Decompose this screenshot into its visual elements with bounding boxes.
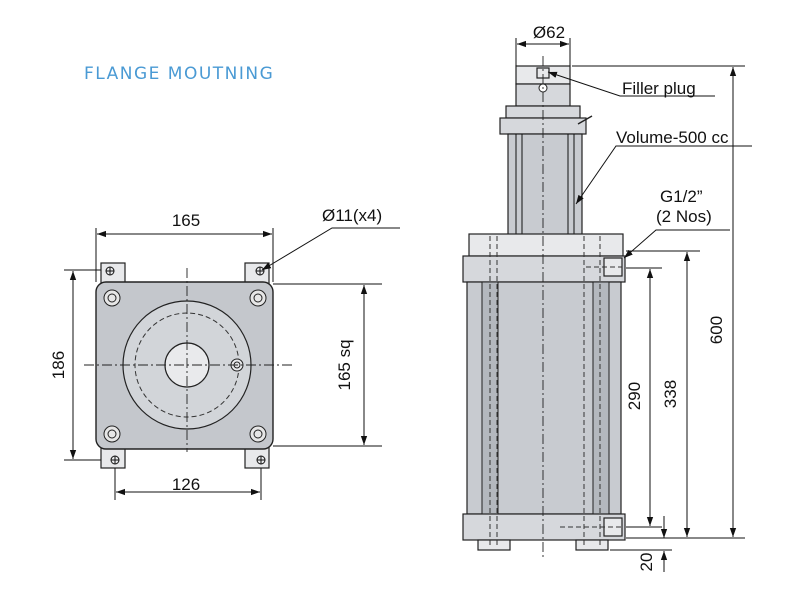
- width-dimension: 165: [172, 211, 200, 230]
- port-label-line1: G1/2”: [660, 187, 703, 206]
- port-label-line2: (2 Nos): [656, 207, 712, 226]
- top-diameter-dimension: Ø62: [533, 23, 565, 42]
- port-spacing-dimension: 290: [625, 382, 644, 410]
- square-dimension: 165 sq: [335, 339, 354, 390]
- height-dimension: 186: [49, 351, 68, 379]
- page-title: FLANGE MOUTNING: [84, 64, 275, 84]
- front-view: 165 186 165 sq 126 Ø11(x4): [49, 206, 400, 500]
- body-height-dimension: 338: [661, 380, 680, 408]
- bolt-heads: [103, 289, 267, 443]
- reservoir-tube: [507, 133, 583, 247]
- volume-label: Volume-500 cc: [616, 128, 729, 147]
- overall-height-dimension: 600: [707, 316, 726, 344]
- base-height-dimension: 20: [637, 553, 656, 572]
- hole-callout: Ø11(x4): [322, 206, 382, 225]
- filler-plug-label: Filler plug: [622, 79, 696, 98]
- bolt-spacing-dimension: 126: [172, 475, 200, 494]
- side-view: Ø62 Filler plug Volume-500 cc G1/2” (2 N…: [462, 23, 752, 572]
